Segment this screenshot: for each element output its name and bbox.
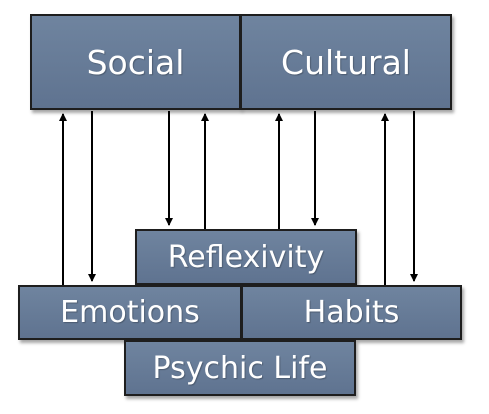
psychic-life-label: Psychic Life [152, 350, 328, 386]
cultural-label: Cultural [281, 42, 411, 82]
psychic-life-box: Psychic Life [124, 340, 356, 396]
social-label: Social [86, 42, 185, 82]
habits-box: Habits [241, 285, 462, 340]
cultural-box: Cultural [240, 14, 452, 110]
habits-label: Habits [303, 295, 400, 330]
reflexivity-label: Reflexivity [167, 239, 325, 275]
emotions-label: Emotions [60, 295, 200, 330]
emotions-box: Emotions [18, 285, 242, 340]
social-box: Social [30, 14, 241, 110]
reflexivity-box: Reflexivity [135, 229, 357, 285]
